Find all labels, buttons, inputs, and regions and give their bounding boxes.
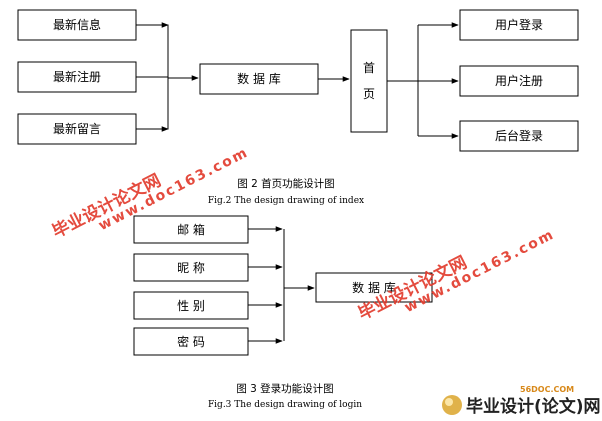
fig2-caption-cn: 图 2 首页功能设计图 [237,177,334,190]
fig3-node-database: 数 据 库 [315,272,433,303]
fig3-node-password: 密 码 [133,327,249,356]
fig2-edge-news-message [136,78,169,130]
fig2-node-user-register-label: 用户注册 [495,73,543,88]
fig3-node-nickname-label: 昵 称 [177,261,205,275]
fig3-caption-en: Fig.3 The design drawing of login [208,400,362,410]
fig2-node-news-register: 最新注册 [17,61,137,93]
fig2-node-news-register-label: 最新注册 [53,69,101,84]
fig2-node-user-register: 用户注册 [459,65,579,97]
fig2-node-database-label: 数 据 库 [237,71,281,86]
fig2-node-news-message-label: 最新留言 [53,121,101,136]
fig2-node-user-login-label: 用户登录 [495,17,543,32]
fig2-node-admin-login: 后台登录 [459,120,579,152]
fig2-node-database: 数 据 库 [199,63,319,95]
logo-ball-highlight [445,398,453,406]
fig3-node-password-label: 密 码 [177,334,205,349]
logo-url: 56DOC.COM [520,385,574,394]
fig2-node-homepage-label-2: 页 [363,87,375,101]
logo-name: 毕业设计(论文)网 [466,396,601,417]
fig2-node-news-info-label: 最新信息 [53,17,101,32]
fig3-node-database-label: 数 据 库 [352,280,396,295]
logo-ball-icon [442,395,462,415]
fig3-caption-cn: 图 3 登录功能设计图 [236,382,333,395]
fig2-node-admin-login-label: 后台登录 [495,128,543,143]
site-logo: 56DOC.COM 毕业设计(论文)网 [442,385,601,417]
fig2-node-news-message: 最新留言 [17,113,137,145]
fig3-node-nickname: 昵 称 [133,253,249,282]
fig2-node-homepage-label-1: 首 [363,61,375,75]
fig2-node-news-info: 最新信息 [17,9,137,41]
fig2-diagram: 最新信息 最新注册 最新留言 数 据 库 首 页 [17,9,579,206]
fig3-node-gender: 性 别 [133,291,249,320]
fig2-edge-news-info [136,24,169,78]
fig2-node-user-login: 用户登录 [459,9,579,41]
fig2-caption-en: Fig.2 The design drawing of index [208,196,364,206]
fig3-node-gender-label: 性 别 [177,299,205,313]
fig3-node-email-label: 邮 箱 [177,222,205,237]
fig3-node-email: 邮 箱 [133,215,249,244]
fig2-node-homepage: 首 页 [350,29,388,133]
fig3-diagram: 邮 箱 昵 称 性 别 密 码 数 据 库 图 3 登录功能设计图 Fig.3 … [133,215,433,410]
